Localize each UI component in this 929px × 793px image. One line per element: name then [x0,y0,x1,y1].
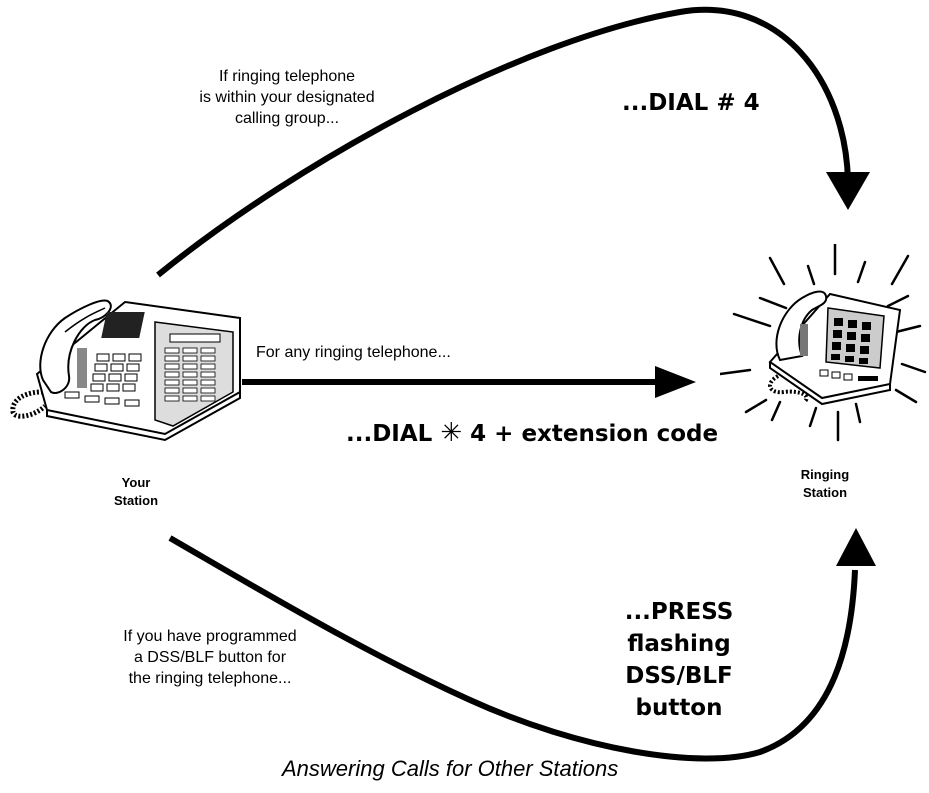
press-line: button [635,695,723,721]
figure-caption: Answering Calls for Other Stations [282,756,619,781]
ringing-telephone-icon [720,244,927,442]
your-station-label-line: Your [121,475,151,490]
press-dss-instruction: ...PRESS flashing DSS/BLF button [594,596,764,724]
dss-pickup-note-line: a DSS/BLF button for [133,649,287,666]
press-line: ...PRESS [624,599,734,625]
arrowhead-any-pickup [655,366,696,398]
your-station-label-line: Station [113,493,159,508]
group-pickup-note-line: If ringing telephone [218,68,356,85]
ringing-station-label: Ringing Station [780,466,870,502]
arrowhead-dss-pickup [836,528,876,566]
dial-any-instruction: ...DIAL ✳ 4 + extension code [346,418,718,448]
group-pickup-note: If ringing telephone is within your desi… [182,66,392,129]
dial-group-instruction: ...DIAL # 4 [622,90,760,116]
press-line: DSS/BLF [625,663,733,689]
arrowhead-group-pickup [826,172,870,210]
your-station-label: Your Station [96,474,176,510]
ringing-station-label-line: Station [802,485,848,500]
arrow-dss-pickup [168,535,858,762]
dial-any-prefix: ...DIAL [346,421,433,447]
group-pickup-note-line: is within your designated [199,89,375,106]
any-pickup-note: For any ringing telephone... [256,344,451,361]
desk-telephone-icon [10,299,241,442]
dss-pickup-note: If you have programmed a DSS/BLF button … [90,626,330,689]
dss-pickup-note-line: If you have programmed [123,628,297,645]
ringing-station-label-line: Ringing [800,467,850,482]
dial-any-suffix: 4 + extension code [470,421,719,447]
arrow-group-pickup [156,6,851,278]
star-icon: ✳ [440,418,463,448]
dss-pickup-note-line: the ringing telephone... [128,670,292,687]
group-pickup-note-line: calling group... [234,110,340,127]
press-line: flashing [627,631,731,657]
